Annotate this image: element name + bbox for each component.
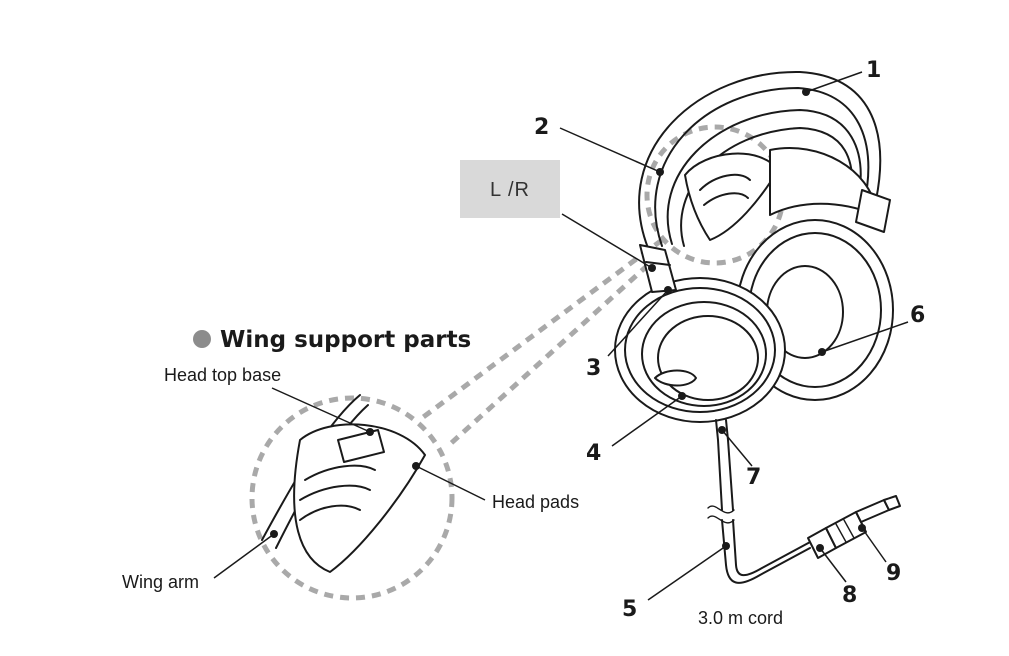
- callout-3: 3: [586, 356, 601, 381]
- callout-5: 5: [622, 597, 637, 622]
- left-earcup: [614, 244, 786, 423]
- lr-box: [460, 160, 560, 218]
- label-cord: 3.0 m cord: [698, 608, 783, 628]
- callout-2: 2: [534, 115, 549, 140]
- callout-8: 8: [842, 583, 857, 608]
- label-head-top-base: Head top base: [164, 365, 281, 385]
- label-head-pads: Head pads: [492, 492, 579, 512]
- callout-9: 9: [886, 561, 901, 586]
- section-heading: Wing support parts: [220, 327, 471, 353]
- callout-leaders: [213, 71, 909, 601]
- callout-6: 6: [910, 303, 925, 328]
- callout-4: 4: [586, 441, 601, 466]
- lr-label: L /R: [490, 179, 530, 201]
- section-bullet: [193, 330, 211, 348]
- label-wing-arm: Wing arm: [122, 572, 199, 592]
- cord-and-plug: [707, 419, 901, 584]
- callout-7: 7: [746, 465, 761, 490]
- callout-1: 1: [866, 58, 881, 83]
- headband: [638, 70, 882, 249]
- wing-support-detail: [261, 394, 426, 573]
